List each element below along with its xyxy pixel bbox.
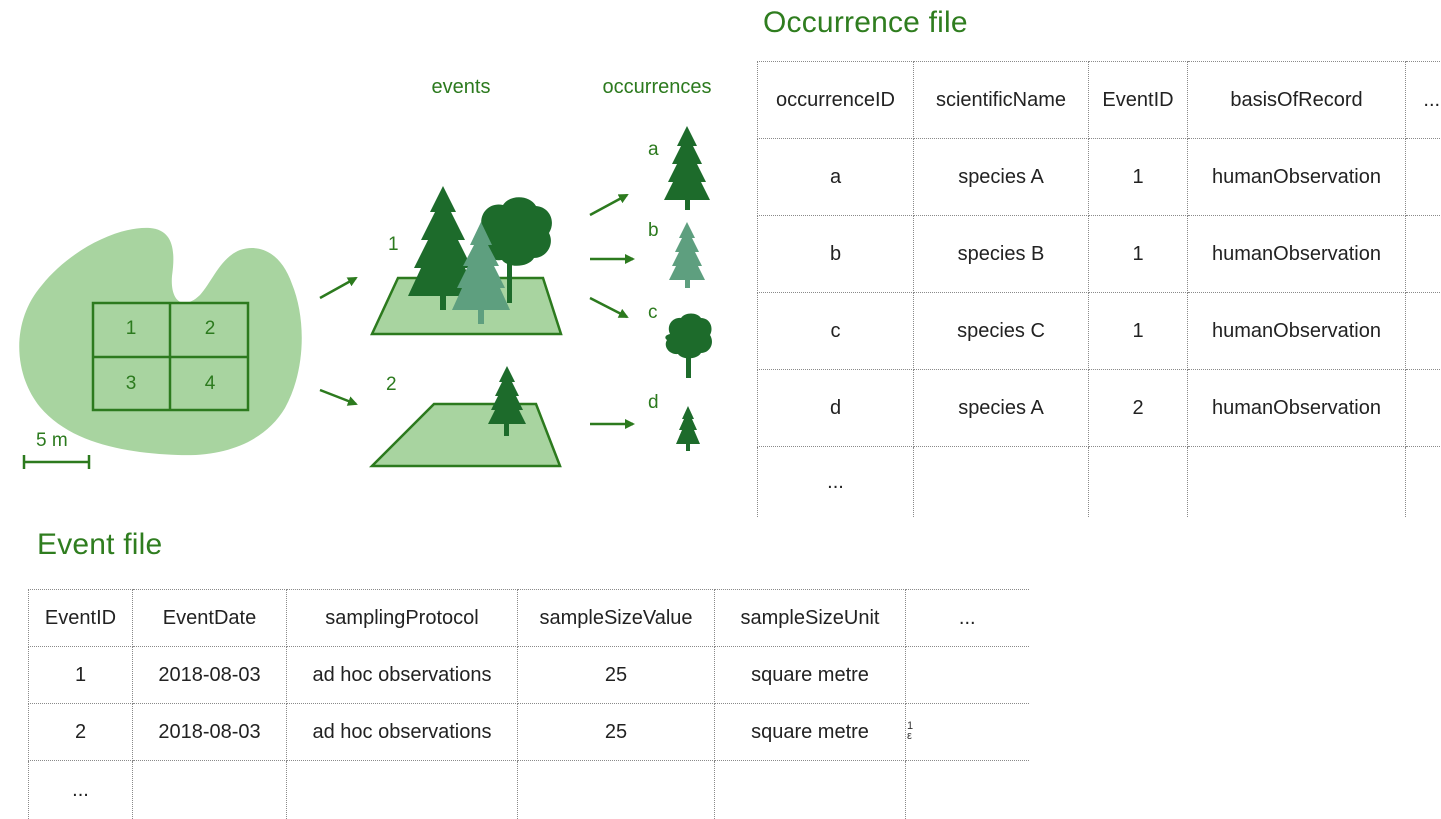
table-row: 2 2018-08-03 ad hoc observations 25 squa…: [29, 704, 1029, 761]
table-cell: species A: [914, 139, 1089, 216]
table-cell: 2018-08-03: [133, 704, 287, 761]
event-header-cell: sampleSizeValue: [518, 590, 715, 647]
table-cell: [1406, 139, 1441, 216]
arrow-icon: [590, 195, 627, 215]
plot-cell-4: 4: [205, 373, 216, 394]
table-cell: 1: [29, 647, 133, 704]
occurrence-header-cell: basisOfRecord: [1188, 62, 1406, 139]
arrow-icon: [320, 278, 356, 298]
table-cell: a: [758, 139, 914, 216]
table-cell: 2: [29, 704, 133, 761]
plot-cell-3: 3: [126, 373, 137, 394]
occurrence-header-cell: scientificName: [914, 62, 1089, 139]
table-cell: [906, 761, 1029, 819]
table-row: a species A 1 humanObservation: [758, 139, 1441, 216]
table-cell: [287, 761, 518, 819]
table-cell: square metre: [715, 647, 906, 704]
table-cell: [1406, 447, 1441, 518]
event-number-1: 1: [388, 234, 399, 255]
event-header-cell: EventDate: [133, 590, 287, 647]
event-number-2: 2: [386, 374, 397, 395]
conifer-tree-icon: [669, 222, 705, 288]
table-cell: [133, 761, 287, 819]
conifer-tree-icon: [676, 406, 700, 451]
table-cell: d: [758, 370, 914, 447]
occurrence-table: occurrenceID scientificName EventID basi…: [757, 61, 1441, 517]
table-cell: [518, 761, 715, 819]
plot-cell-2: 2: [205, 318, 216, 339]
table-cell: square metre: [715, 704, 906, 761]
area-blob: [19, 228, 302, 455]
table-row: 1 2018-08-03 ad hoc observations 25 squa…: [29, 647, 1029, 704]
table-cell: 1: [1089, 216, 1188, 293]
occurrence-header-cell: occurrenceID: [758, 62, 914, 139]
table-cell: 2: [1089, 370, 1188, 447]
ellipsis-cell: ...: [758, 447, 914, 518]
event-table: EventID EventDate samplingProtocol sampl…: [28, 589, 1029, 819]
table-row: ...: [29, 761, 1029, 819]
occurrence-file-title: Occurrence file: [763, 6, 968, 40]
event-header-row: EventID EventDate samplingProtocol sampl…: [29, 590, 1029, 647]
table-cell: species A: [914, 370, 1089, 447]
event-header-cell: sampleSizeUnit: [715, 590, 906, 647]
table-cell: ad hoc observations: [287, 647, 518, 704]
scale-bar: [24, 455, 89, 469]
occurrences-label: occurrences: [603, 76, 712, 98]
table-cell: species B: [914, 216, 1089, 293]
event-file-title: Event file: [37, 528, 162, 562]
event-header-cell: EventID: [29, 590, 133, 647]
occurrence-header-row: occurrenceID scientificName EventID basi…: [758, 62, 1441, 139]
event-header-cell: ...: [906, 590, 1029, 647]
occurrence-letter-c: c: [648, 302, 658, 323]
table-cell: [914, 447, 1089, 518]
table-cell: [1406, 293, 1441, 370]
table-cell: [906, 704, 1029, 761]
table-cell: humanObservation: [1188, 216, 1406, 293]
table-cell: [715, 761, 906, 819]
table-cell: humanObservation: [1188, 370, 1406, 447]
conifer-tree-icon: [664, 126, 710, 210]
table-cell: humanObservation: [1188, 139, 1406, 216]
table-cell: ad hoc observations: [287, 704, 518, 761]
table-cell: [1188, 447, 1406, 518]
table-cell: humanObservation: [1188, 293, 1406, 370]
table-cell: [906, 647, 1029, 704]
table-cell: [1406, 370, 1441, 447]
occurrence-letter-b: b: [648, 220, 659, 241]
table-cell: [1406, 216, 1441, 293]
table-row: ...: [758, 447, 1441, 518]
table-row: d species A 2 humanObservation: [758, 370, 1441, 447]
events-label: events: [432, 76, 491, 98]
table-cell: [1089, 447, 1188, 518]
table-cell: 1: [1089, 139, 1188, 216]
occurrence-letter-a: a: [648, 139, 659, 160]
table-cell: 2018-08-03: [133, 647, 287, 704]
occurrence-header-cell: EventID: [1089, 62, 1188, 139]
event-plot-2: [372, 404, 560, 466]
ellipsis-cell: ...: [29, 761, 133, 819]
table-cell: c: [758, 293, 914, 370]
arrow-icon: [320, 390, 356, 404]
broadleaf-tree-icon: [665, 314, 712, 379]
arrow-icon: [590, 298, 627, 317]
stray-mark: 1 ε: [907, 721, 913, 741]
plot-cell-1: 1: [126, 318, 137, 339]
table-row: b species B 1 humanObservation: [758, 216, 1441, 293]
occurrence-letter-d: d: [648, 392, 659, 413]
occurrence-header-cell: ...: [1406, 62, 1441, 139]
table-cell: 25: [518, 704, 715, 761]
table-cell: b: [758, 216, 914, 293]
event-header-cell: samplingProtocol: [287, 590, 518, 647]
table-row: c species C 1 humanObservation: [758, 293, 1441, 370]
table-cell: 25: [518, 647, 715, 704]
table-cell: 1: [1089, 293, 1188, 370]
table-cell: species C: [914, 293, 1089, 370]
scale-label: 5 m: [36, 430, 68, 451]
